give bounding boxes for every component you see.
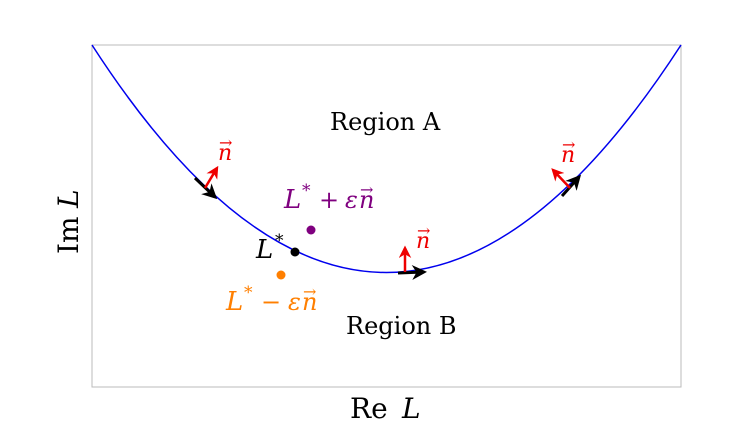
normal-label-bottom: n →	[416, 221, 430, 254]
plot-frame	[91, 44, 682, 388]
normal-var: n	[561, 143, 575, 168]
tangent-arrow-bottom	[397, 264, 427, 280]
y-axis-label: Im L	[52, 189, 85, 254]
plus-label: L * + ε n →	[283, 180, 374, 215]
tangent-arrow-right	[560, 174, 582, 198]
plus-vec: n	[359, 186, 374, 214]
l-star-label: L *	[255, 231, 284, 265]
minus-vec: n	[302, 288, 317, 316]
point-plus	[306, 225, 316, 235]
y-axis-label-var: L	[52, 189, 85, 209]
normal-label-right: n →	[561, 135, 575, 168]
x-axis-label-var: L	[401, 392, 421, 425]
normal-var: n	[416, 229, 430, 254]
l-star-base: L	[255, 235, 273, 265]
normal-vector-arrow: →	[417, 221, 430, 240]
region-b-label: Region B	[346, 312, 456, 340]
minus-label: L * − ε n →	[225, 282, 317, 317]
normal-vector-arrow: →	[562, 135, 575, 154]
plus-eps: ε	[345, 186, 358, 214]
x-axis-label: Re L	[350, 392, 421, 425]
plus-base: L	[283, 185, 301, 215]
plus-vector-arrow: →	[360, 180, 373, 199]
normal-arrow-right	[551, 168, 571, 189]
region-a-label: Region A	[330, 108, 441, 136]
l-star-sup: *	[275, 231, 284, 251]
y-axis-label-prefix: Im	[52, 216, 85, 254]
minus-vector-arrow: →	[303, 282, 316, 301]
point-minus	[276, 270, 286, 280]
normal-var: n	[218, 141, 232, 166]
plus-sup: *	[302, 181, 311, 201]
minus-sup: *	[244, 283, 253, 303]
minus-base: L	[225, 287, 243, 317]
normal-vector-arrow: →	[219, 133, 232, 152]
x-axis-label-prefix: Re	[350, 392, 388, 425]
normal-label-left: n →	[218, 133, 232, 166]
minus-eps: ε	[288, 288, 301, 316]
plus-op: +	[319, 186, 339, 214]
point-l-star	[290, 247, 300, 257]
curve	[91, 44, 682, 274]
normal-arrow-left	[203, 165, 219, 189]
minus-op: −	[261, 288, 281, 316]
